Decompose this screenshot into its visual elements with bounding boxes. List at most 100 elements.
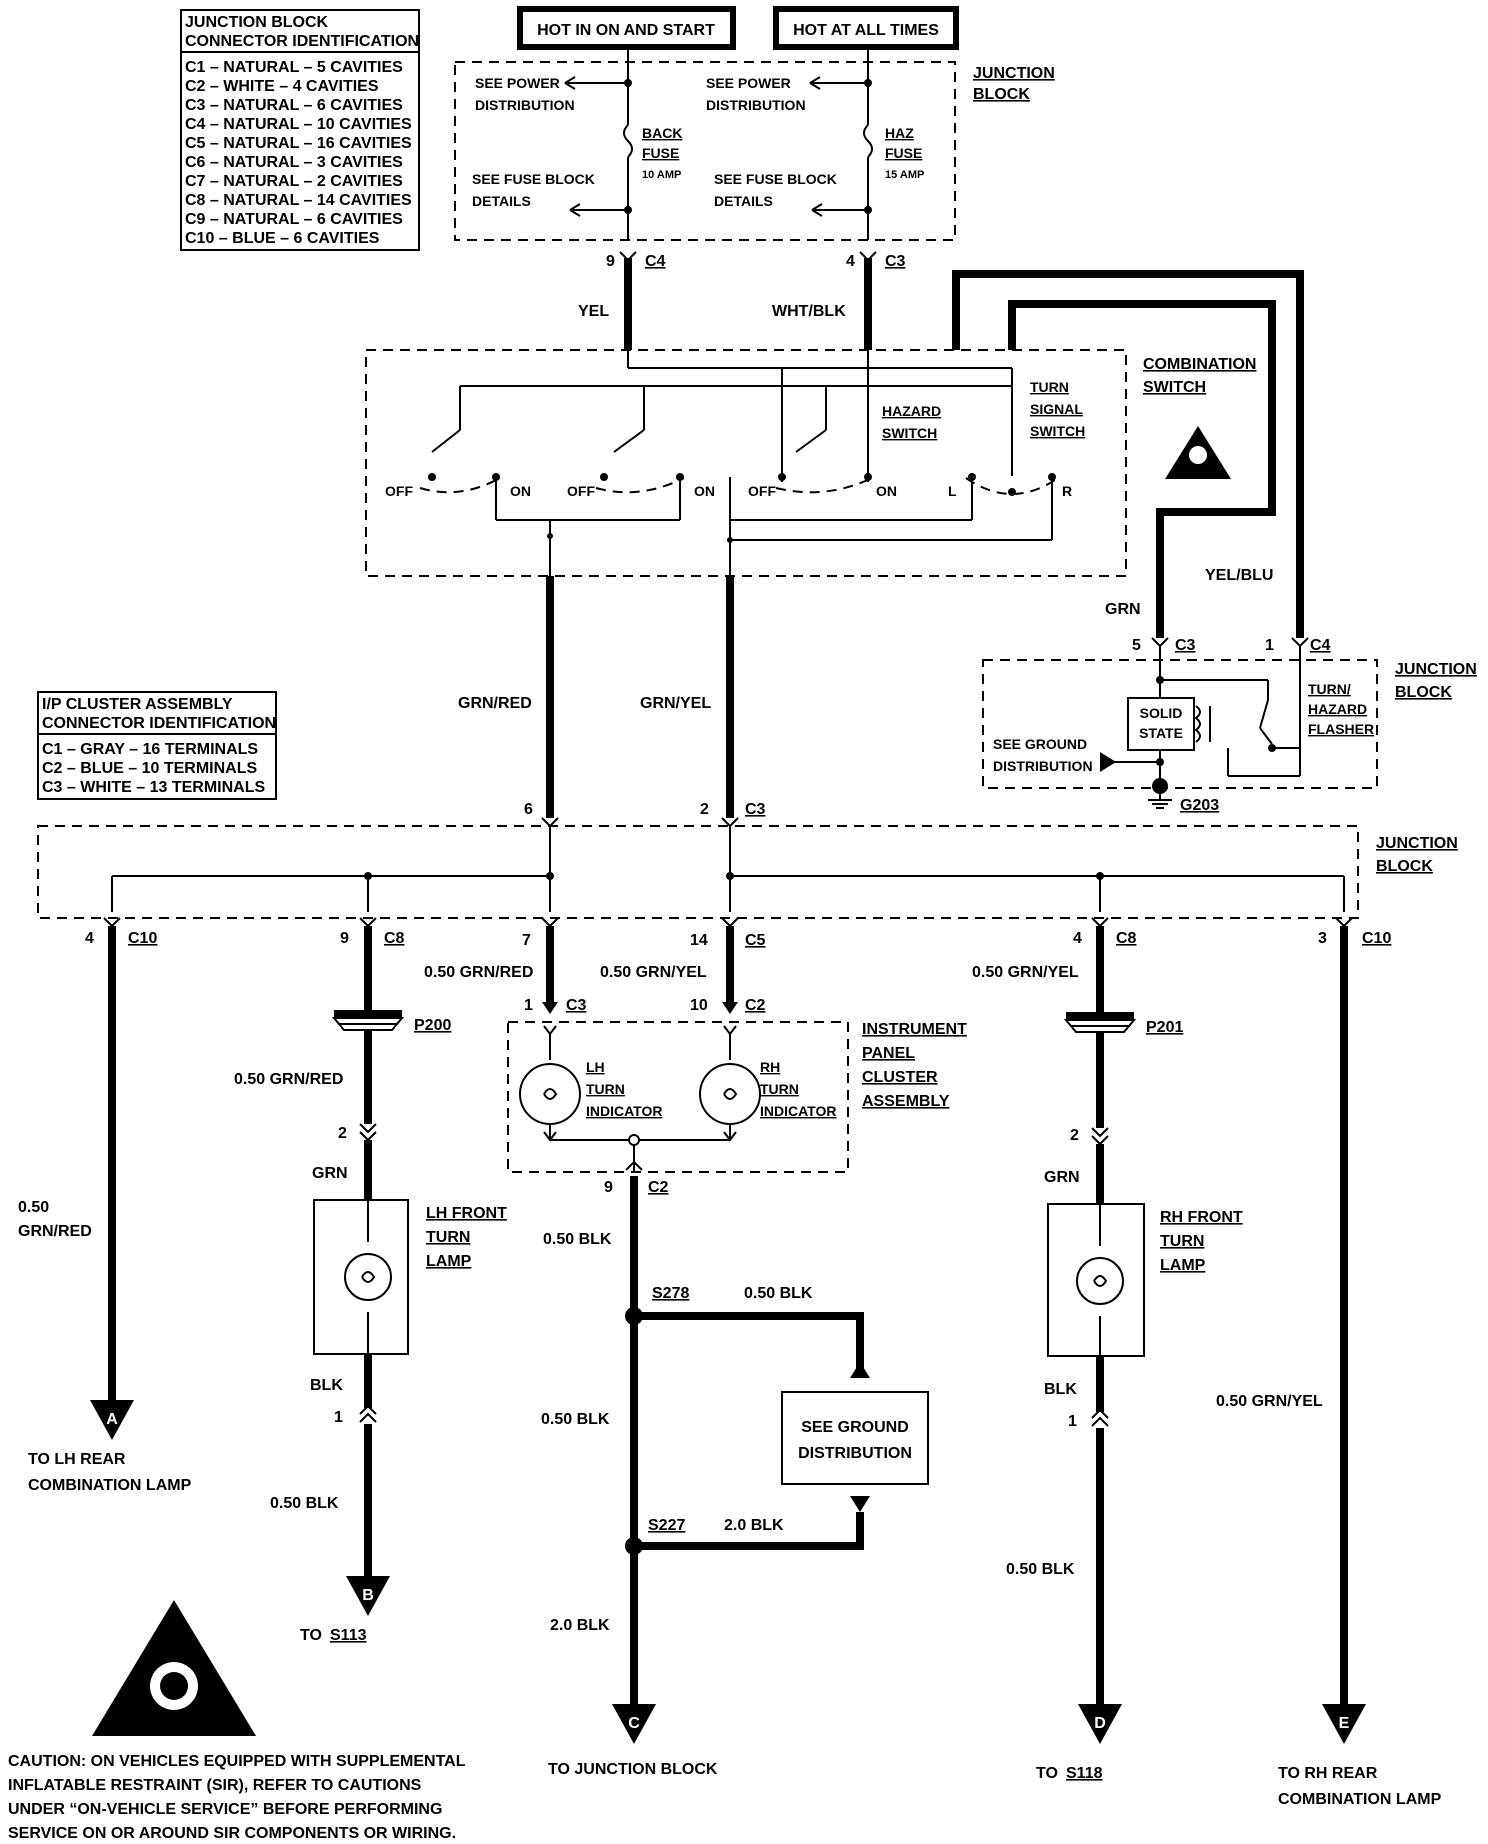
instrument-panel-cluster [507, 1021, 849, 1173]
turn-switch-label-3: SWITCH [1030, 423, 1085, 439]
hot-run-box [517, 6, 736, 50]
jb-label-2: BLOCK [1376, 858, 1433, 875]
dest-label-2: COMBINATION LAMP [1278, 1791, 1442, 1808]
see-ground-label: SEE GROUND [801, 1419, 909, 1436]
see-fuse-block: SEE FUSE BLOCK [714, 171, 837, 187]
back-fuse-label: BACK [642, 125, 682, 141]
solid-state-label: SOLID [1140, 705, 1183, 721]
connector-pin: 4 [85, 930, 94, 947]
sir-caution-icon [92, 1600, 256, 1736]
ipc-table-title: I/P CLUSTER ASSEMBLY [42, 696, 233, 713]
rh-lamp-label-2: TURN [1160, 1233, 1204, 1250]
see-ground-label-2: DISTRIBUTION [798, 1445, 912, 1462]
back-fuse-amp: 10 AMP [642, 169, 681, 181]
jb-table-row: C6 – NATURAL – 3 CAVITIES [185, 154, 403, 171]
lamp-bulb-icon [1076, 1257, 1124, 1305]
connector-id: C2 [648, 1179, 669, 1196]
wire-gauge: 0.50 [18, 1199, 49, 1216]
connector-p200 [331, 1010, 405, 1031]
connector-pin: 9 [606, 253, 615, 270]
connector-id: C10 [128, 930, 157, 947]
wire-color: 0.50 BLK [744, 1285, 813, 1302]
connector-id: C8 [1116, 930, 1137, 947]
p201-label: P201 [1146, 1019, 1183, 1036]
switch-off: OFF [567, 483, 595, 499]
lh-lamp-label: LH FRONT [426, 1205, 507, 1222]
connector-pin: 4 [1073, 930, 1082, 947]
combo-switch-label-2: SWITCH [1143, 379, 1206, 396]
connector-id: C4 [1310, 637, 1331, 654]
hazard-switch-label: HAZARD [882, 403, 941, 419]
connector-id: C4 [645, 253, 666, 270]
see-power-dist: SEE POWER [706, 75, 791, 91]
solid-state-label-2: STATE [1139, 725, 1183, 741]
connector-id: C2 [745, 997, 766, 1014]
switch-off: OFF [748, 483, 776, 499]
lower-junction-block [37, 825, 1359, 919]
dest-label: TO LH REAR [28, 1451, 126, 1468]
jb-table-title: JUNCTION BLOCK [185, 14, 329, 31]
ipc-label-2: PANEL [862, 1045, 915, 1062]
rh-indicator-label-3: INDICATOR [760, 1103, 836, 1119]
jb-label: JUNCTION [1395, 661, 1477, 678]
combo-switch-label: COMBINATION [1143, 356, 1256, 373]
turn-switch-label-2: SIGNAL [1030, 401, 1083, 417]
splice-label: S278 [652, 1285, 689, 1302]
ipc-label-3: CLUSTER [862, 1069, 938, 1086]
wire-color: YEL/BLU [1205, 567, 1273, 584]
connector-p201 [1063, 1012, 1137, 1033]
switch-on: ON [694, 483, 715, 499]
connector-id: C8 [384, 930, 405, 947]
ipc-table-row: C2 – BLUE – 10 TERMINALS [42, 760, 257, 777]
jb-table-row: C5 – NATURAL – 16 CAVITIES [185, 135, 412, 152]
wire-color: GRN/RED [458, 695, 532, 712]
connector-pin: 1 [1265, 637, 1274, 654]
wire-color: 0.50 BLK [1006, 1561, 1075, 1578]
dest-arrow-a [90, 1400, 134, 1440]
dest-arrow-b [346, 1576, 390, 1616]
dest-label-2: S118 [1066, 1765, 1103, 1782]
haz-fuse-label-2: FUSE [885, 145, 922, 161]
wire-color: 0.50 BLK [543, 1231, 612, 1248]
jb-table-row: C2 – WHITE – 4 CAVITIES [185, 78, 379, 95]
wire-color: 0.50 GRN/RED [424, 964, 533, 981]
dest-label-2: S113 [330, 1627, 367, 1644]
see-power-dist: SEE POWER [475, 75, 560, 91]
flasher-label-3: FLASHER [1308, 721, 1374, 737]
connector-pin: 6 [524, 801, 533, 818]
sir-warning-icon [1165, 426, 1231, 479]
lh-indicator-label-3: INDICATOR [586, 1103, 662, 1119]
connector-pin: 10 [690, 997, 708, 1014]
lh-indicator-label-2: TURN [586, 1081, 625, 1097]
dest-letter: E [1339, 1715, 1350, 1732]
jb-table-title-2: CONNECTOR IDENTIFICATION [185, 33, 419, 50]
p200-label: P200 [414, 1017, 451, 1034]
see-power-dist-2: DISTRIBUTION [706, 97, 806, 113]
dest-label: TO RH REAR [1278, 1765, 1378, 1782]
dest-letter: B [362, 1587, 374, 1604]
dest-label-2: COMBINATION LAMP [28, 1477, 192, 1494]
hot-always-label: HOT AT ALL TIMES [793, 22, 939, 39]
wire-color: GRN/RED [18, 1223, 92, 1240]
turn-switch-label: TURN [1030, 379, 1069, 395]
fuse-junction-block [454, 61, 956, 241]
haz-fuse-label: HAZ [885, 125, 914, 141]
connector-id: C5 [745, 932, 766, 949]
wire-color: 0.50 GRN/YEL [972, 964, 1079, 981]
ipc-label-4: ASSEMBLY [862, 1093, 950, 1110]
wire-color: GRN [1044, 1169, 1080, 1186]
wire-color: GRN [312, 1165, 348, 1182]
back-fuse-label-2: FUSE [642, 145, 679, 161]
splice-s227 [625, 1537, 643, 1555]
wire-color: 2.0 BLK [550, 1617, 610, 1634]
lh-front-turn-lamp [313, 1199, 409, 1355]
jb-table-row: C8 – NATURAL – 14 CAVITIES [185, 192, 412, 209]
connector-pin: 4 [846, 253, 855, 270]
wire-color: BLK [1044, 1381, 1077, 1398]
jb-table-row: C3 – NATURAL – 6 CAVITIES [185, 97, 403, 114]
caution-text-3: UNDER “ON-VEHICLE SERVICE” BEFORE PERFOR… [8, 1801, 442, 1818]
lamp-bulb-icon [344, 1253, 392, 1301]
see-ground-dist-box [781, 1391, 929, 1485]
dest-label: TO [1036, 1765, 1058, 1782]
